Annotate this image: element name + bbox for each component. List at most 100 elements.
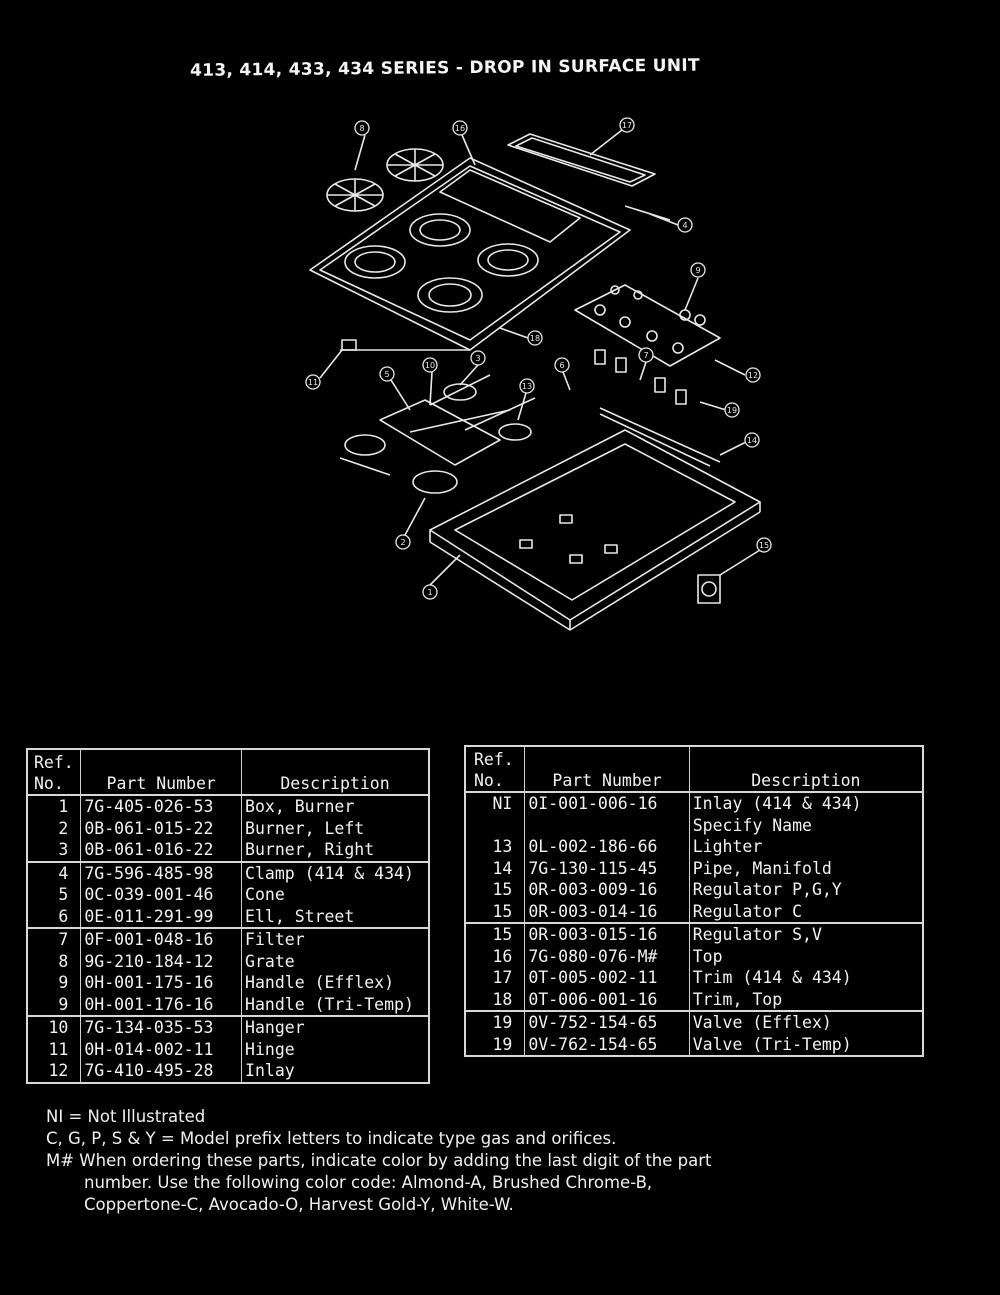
- ref-cell: 17: [492, 968, 513, 987]
- ref-header: Ref.No.: [27, 749, 81, 796]
- ref-cell: [465, 1055, 525, 1056]
- callout-number: 11: [308, 378, 318, 387]
- part-number-cell: 0C-039-001-46: [80, 884, 242, 906]
- callout-number: 10: [425, 361, 435, 370]
- ref-cell: 1: [58, 797, 69, 816]
- ref-cell: 11: [48, 1039, 69, 1059]
- ref-cell: [465, 815, 525, 837]
- table-row: [465, 1055, 923, 1056]
- part-number-cell: 0F-001-048-16: [80, 927, 242, 951]
- part-number-cell: 0V-762-154-65: [524, 1033, 690, 1055]
- description-cell: [688, 1055, 923, 1056]
- ref-cell: 4: [27, 860, 81, 884]
- part-number-cell: 0V-752-154-65: [524, 1010, 690, 1034]
- callout-number: 16: [455, 124, 465, 133]
- ref-header: Ref.No.: [465, 746, 525, 793]
- ref-cell: 7: [27, 927, 81, 951]
- description-cell: Cone: [241, 884, 429, 906]
- part-number-cell: 0T-006-001-16: [524, 988, 690, 1011]
- ref-cell: 18: [492, 989, 513, 1009]
- description-cell: Box, Burner: [241, 795, 429, 818]
- description-cell: Grate: [241, 950, 429, 972]
- description-cell: Valve (Tri-Temp): [688, 1033, 923, 1055]
- notes: NI = Not Illustrated C, G, P, S & Y = Mo…: [46, 1106, 966, 1216]
- ref-cell: 16: [492, 946, 513, 966]
- ref-cell: 9: [58, 973, 69, 992]
- callout-number: 17: [622, 121, 632, 130]
- ref-cell: 10: [27, 1015, 81, 1039]
- ref-cell: 19: [492, 1034, 513, 1054]
- trim-strip: [507, 133, 656, 187]
- callout-number: 9: [695, 266, 700, 275]
- callout-number: 13: [522, 382, 532, 391]
- description-cell: Clamp (414 & 434): [241, 860, 429, 884]
- part-number-cell: 7G-596-485-98: [80, 860, 242, 884]
- part-number-cell: [524, 814, 690, 836]
- note-prefix: C, G, P, S & Y = Model prefix letters to…: [46, 1129, 617, 1148]
- ref-cell: 13: [492, 837, 513, 856]
- ref-cell: 15: [492, 901, 513, 921]
- ref-cell: 19: [465, 1010, 525, 1034]
- description-cell: Pipe, Manifold: [688, 857, 923, 879]
- description-header: Description: [241, 749, 429, 796]
- part-number-cell: 7G-410-495-28: [80, 1060, 242, 1083]
- note-color-3: Coppertone-C, Avocado-O, Harvest Gold-Y,…: [84, 1195, 514, 1214]
- description-cell: Handle (Tri-Temp): [241, 993, 429, 1016]
- ref-cell: 9: [58, 994, 69, 1014]
- callout-number: 15: [759, 541, 769, 550]
- callout-number: 1: [427, 588, 432, 597]
- burner-assembly: [339, 374, 536, 494]
- description-cell: Trim, Top: [688, 988, 923, 1011]
- ref-cell: 15: [465, 922, 525, 946]
- callout-number: 4: [682, 221, 687, 230]
- description-cell: Burner, Right: [241, 839, 429, 862]
- regulator: [697, 574, 721, 604]
- callout-number: 14: [747, 436, 757, 445]
- page-title: 413, 414, 433, 434 SERIES - DROP IN SURF…: [189, 55, 700, 81]
- ref-cell: 12: [48, 1061, 69, 1080]
- description-cell: Inlay (414 & 434): [688, 792, 923, 815]
- callout-number: 6: [559, 361, 564, 370]
- note-color-2: number. Use the following color code: Al…: [84, 1173, 653, 1192]
- description-cell: Regulator S,V: [688, 922, 923, 946]
- description-cell: Trim (414 & 434): [688, 967, 923, 989]
- callout-number: 8: [359, 124, 364, 133]
- part-number-cell: 0E-011-291-99: [80, 905, 242, 928]
- description-cell: Burner, Left: [241, 817, 429, 839]
- description-cell: Specify Name: [688, 814, 923, 836]
- ref-cell: 8: [58, 951, 69, 971]
- description-cell: Hanger: [241, 1015, 429, 1039]
- ref-cell: 5: [58, 885, 69, 904]
- description-cell: Handle (Efflex): [241, 972, 429, 994]
- part-number-cell: 0R-003-009-16: [524, 879, 690, 901]
- callout-number: 18: [530, 334, 540, 343]
- description-cell: Regulator P,G,Y: [688, 879, 923, 901]
- ref-cell: NI: [492, 794, 513, 813]
- description-cell: Hinge: [241, 1038, 429, 1060]
- description-cell: Filter: [241, 927, 429, 951]
- description-header: Description: [688, 746, 923, 793]
- description-cell: Valve (Efflex): [688, 1010, 923, 1034]
- note-color-1: M# When ordering these parts, indicate c…: [46, 1151, 712, 1170]
- part-number-header: Part Number: [80, 749, 242, 796]
- burner-box: [429, 429, 761, 631]
- grate-left: [326, 178, 384, 212]
- control-panel: [574, 284, 721, 405]
